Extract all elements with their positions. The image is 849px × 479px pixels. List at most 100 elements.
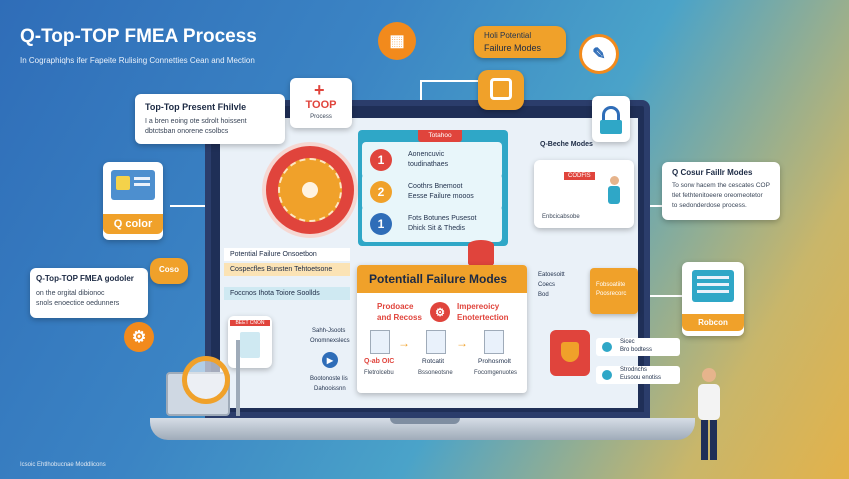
small-orange-tile[interactable]: Coso bbox=[150, 258, 188, 284]
toop-sub: Process bbox=[310, 114, 332, 120]
col2-line1: Impereoicy bbox=[457, 302, 500, 311]
right-row-1-b: Bro bodtess bbox=[620, 347, 653, 353]
cospec-label: Cospecfles Bunsten Tehtoetsone bbox=[224, 263, 350, 276]
play-icon: ▶ bbox=[322, 352, 338, 368]
cosup-title: Q Cosur Faillr Modes bbox=[672, 168, 753, 177]
col1-line1: Prodoace bbox=[377, 302, 414, 311]
present-failure-body-2: dbtctsban onorene csolbcs bbox=[145, 128, 229, 135]
arrow-icon: → bbox=[398, 336, 410, 350]
step-number-2: 2 bbox=[370, 181, 392, 203]
connector-line bbox=[640, 295, 684, 297]
clipboard-icon: ▦ bbox=[378, 22, 416, 60]
scale-icon bbox=[478, 70, 524, 110]
fmea-godoler-body-2: snols enoectice oedunners bbox=[36, 300, 120, 307]
station-label: Robcon bbox=[682, 314, 744, 331]
magnifier-icon bbox=[182, 356, 230, 404]
fmea-godoler-body-1: on the orgital dibionoc bbox=[36, 290, 105, 297]
potential-tile-line1: Holi Potential bbox=[484, 31, 532, 40]
connector-line bbox=[420, 80, 500, 82]
right-row-2-a: Strodnchs bbox=[620, 367, 648, 373]
step-number-1: 1 bbox=[370, 149, 392, 171]
toop-title: TOOP bbox=[305, 99, 337, 111]
shield-icon bbox=[550, 330, 590, 376]
right-row-1: Sicec Bro bodtess bbox=[596, 338, 680, 356]
potential-tile-line2: Failure Modes bbox=[484, 43, 542, 53]
doc-panel-header: CODFIS bbox=[564, 172, 595, 180]
step-2-line2: Eesse Failure mooos bbox=[408, 193, 474, 200]
small-monitor-label: BEET CNON bbox=[230, 320, 270, 326]
target-gauge-icon bbox=[262, 142, 358, 238]
laptop-notch bbox=[390, 418, 460, 424]
steps-tab[interactable]: Totahoo bbox=[418, 130, 462, 142]
monitor-icon bbox=[111, 170, 155, 200]
left-small-a: Sahh-Jsoots bbox=[312, 328, 346, 334]
check-icon bbox=[602, 370, 612, 380]
item1-sub: Fletrolcebu bbox=[364, 370, 394, 376]
left-small-c: Bootonoste lis bbox=[310, 376, 348, 382]
item3-sub: Focomgenuotes bbox=[474, 370, 518, 376]
fmea-godoler-title: Q-Top-TOP FMEA godoler bbox=[36, 274, 134, 283]
col1-line2: and Recoss bbox=[377, 313, 422, 322]
q-beche-label: Q-Beche Modes bbox=[540, 141, 593, 148]
step-card-3[interactable]: 1 Fots Botunes Pusesot Dhick Sit & Thedi… bbox=[362, 206, 502, 242]
small-orange-label: Coso bbox=[159, 265, 179, 274]
cosup-card: Q Cosur Faillr Modes To sorw hacem the c… bbox=[662, 162, 780, 220]
potential-failure-tile[interactable]: Holi Potential Failure Modes bbox=[474, 26, 566, 58]
page-title: Q-Top-TOP FMEA Process bbox=[20, 26, 257, 47]
orange-list-line1: Fobsoatiite bbox=[596, 282, 626, 288]
step-1-line1: Aonencuvic bbox=[408, 151, 445, 158]
process-label: Foccnos Ihota Toiore Soollds bbox=[224, 287, 350, 300]
cosup-body-1: To sorw hacem the cescates COP bbox=[672, 182, 770, 189]
item3-label: Prohosmolt bbox=[478, 358, 511, 365]
left-small-b: Onomnexslecs bbox=[310, 338, 350, 344]
laptop-base bbox=[150, 418, 695, 440]
side-text-b: Coecs bbox=[538, 282, 556, 288]
doc-panel-caption: Enbcicabsobe bbox=[542, 214, 580, 220]
color-tile[interactable]: Q color bbox=[103, 162, 163, 240]
step-3-line2: Dhick Sit & Thedis bbox=[408, 225, 466, 232]
step-number-3: 1 bbox=[370, 213, 392, 235]
doc-icon bbox=[484, 330, 504, 354]
check-icon bbox=[602, 342, 612, 352]
potential-label: Potential Failure Onsoetbon bbox=[224, 248, 350, 261]
footnote: Icsoic Ehtlhobucnae Moddlicons bbox=[20, 462, 106, 468]
station-tile[interactable]: Robcon bbox=[682, 262, 744, 336]
gear-icon: ⚙ bbox=[430, 302, 450, 322]
small-monitor: BEET CNON bbox=[228, 316, 272, 368]
step-card-1[interactable]: 1 Aonencuvic toudinathaes bbox=[362, 142, 502, 178]
right-row-1-a: Sicec bbox=[620, 339, 635, 345]
doc-panel: CODFIS Enbcicabsobe bbox=[534, 160, 634, 228]
step-1-line2: toudinathaes bbox=[408, 161, 449, 168]
lock-icon bbox=[592, 96, 630, 142]
present-failure-title: Top-Top Present Fhilvle bbox=[145, 102, 247, 112]
arrow-icon: → bbox=[456, 336, 468, 350]
gear-icon: ⚙ bbox=[124, 322, 154, 352]
item2-sub: Bssoneotsne bbox=[418, 370, 453, 376]
orange-list-line2: Poosrecorc bbox=[596, 291, 627, 297]
database-icon bbox=[468, 240, 494, 268]
tools-icon: ✎ bbox=[579, 34, 619, 74]
orange-list-block: Fobsoatiite Poosrecorc bbox=[590, 268, 638, 314]
person-icon bbox=[606, 176, 622, 206]
doc-icon bbox=[426, 330, 446, 354]
left-small-d: Dahooissnn bbox=[314, 386, 346, 392]
side-text-a: Eatoesoitt bbox=[538, 272, 565, 278]
toop-badge[interactable]: + TOOP Process bbox=[290, 78, 352, 128]
doc-icon bbox=[370, 330, 390, 354]
present-failure-card: Top-Top Present Fhilvle I a bren eoing o… bbox=[135, 94, 285, 144]
server-icon bbox=[692, 270, 734, 302]
col2-line2: Enotertection bbox=[457, 313, 509, 322]
right-row-2: Strodnchs Eusoou enotiss bbox=[596, 366, 680, 384]
step-2-line1: Coothrs Bnemoot bbox=[408, 183, 463, 190]
lamp-icon bbox=[236, 340, 240, 416]
side-text-c: Bod bbox=[538, 292, 549, 298]
present-failure-body-1: I a bren eoing ote sdrolt hoissent bbox=[145, 118, 247, 125]
cosup-body-3: to sedonderdose process. bbox=[672, 202, 747, 209]
step-card-2[interactable]: 2 Coothrs Bnemoot Eesse Failure mooos bbox=[362, 174, 502, 210]
person-icon bbox=[696, 368, 722, 464]
potential-panel-title: Potentiall Failure Modes bbox=[357, 265, 527, 293]
plus-icon: + bbox=[314, 80, 325, 100]
step-3-line1: Fots Botunes Pusesot bbox=[408, 215, 477, 222]
fmea-godoler-card: Q-Top-TOP FMEA godoler on the orgital di… bbox=[30, 268, 148, 318]
color-tile-label: Q color bbox=[103, 214, 163, 234]
